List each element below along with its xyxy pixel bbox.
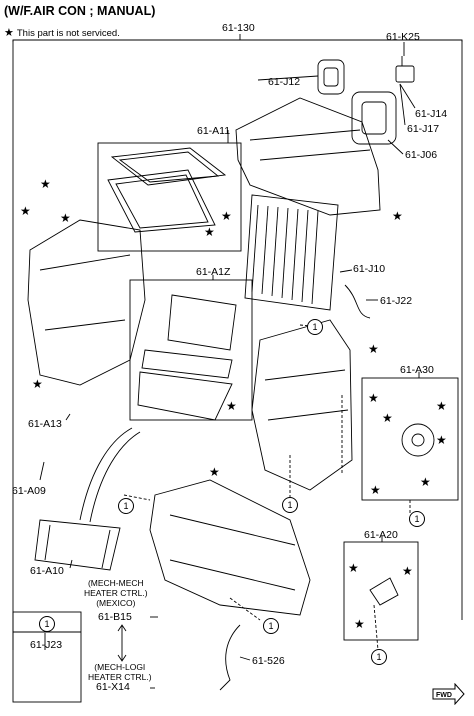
a1z-door-grid <box>167 294 237 351</box>
note-mech-mech: (MECH-MECH HEATER CTRL.) (MEXICO) <box>84 578 148 608</box>
star-icon: ★ <box>221 209 232 223</box>
note-mech-logi: (MECH-LOGI HEATER CTRL.) <box>88 662 152 682</box>
star-icon: ★ <box>204 225 215 239</box>
star-icon: ★ <box>226 399 237 413</box>
evaporator <box>244 194 339 311</box>
j06-gasket <box>351 91 397 145</box>
upper-case <box>235 97 381 216</box>
part-label-61-a30[interactable]: 61-A30 <box>400 364 434 376</box>
star-icon: ★ <box>392 209 403 223</box>
a20-box <box>343 541 419 641</box>
lower-case <box>149 479 311 616</box>
callout-1: 1 <box>39 616 55 632</box>
part-label-61-j10[interactable]: 61-J10 <box>353 263 386 275</box>
part-label-61-k25[interactable]: 61-K25 <box>386 31 420 43</box>
part-label-61-j23[interactable]: 61-J23 <box>30 639 63 651</box>
part-label-61-a1z[interactable]: 61-A1Z <box>196 266 231 278</box>
center-case <box>251 319 353 491</box>
j12-gasket <box>317 59 345 95</box>
part-label-61-a09[interactable]: 61-A09 <box>12 485 46 497</box>
j22-sensor <box>344 284 371 319</box>
callout-1: 1 <box>371 649 387 665</box>
a11-box <box>97 142 242 252</box>
a30-gear <box>401 423 435 457</box>
star-icon: ★ <box>20 204 31 218</box>
part-label-61-526[interactable]: 61-526 <box>252 655 285 667</box>
a1z-box <box>129 279 253 421</box>
heater-pipes <box>79 427 141 523</box>
star-icon: ★ <box>60 211 71 225</box>
not-serviced-note: ★This part is not serviced. <box>4 26 120 39</box>
k25-part <box>395 65 415 83</box>
star-icon: ★ <box>4 27 14 39</box>
heater-core <box>34 519 121 571</box>
left-case <box>27 219 146 386</box>
part-label-61-j12[interactable]: 61-J12 <box>268 76 301 88</box>
filter-upper <box>110 147 227 186</box>
a20-actuator <box>369 577 399 606</box>
part-label-61-a11[interactable]: 61-A11 <box>197 125 231 137</box>
a1z-door-lower <box>137 371 233 421</box>
star-icon: ★ <box>368 342 379 356</box>
fwd-arrow-icon: FWD <box>432 683 465 705</box>
star-icon: ★ <box>420 475 431 489</box>
star-icon: ★ <box>436 433 447 447</box>
star-icon: ★ <box>368 391 379 405</box>
part-label-61-x14[interactable]: 61-X14 <box>96 681 130 693</box>
page-title: (W/F.AIR CON ; MANUAL) <box>4 4 156 18</box>
fwd-label: FWD <box>436 692 452 699</box>
star-icon: ★ <box>402 564 413 578</box>
callout-1: 1 <box>263 618 279 634</box>
star-icon: ★ <box>354 617 365 631</box>
callout-1: 1 <box>307 319 323 335</box>
star-icon: ★ <box>40 177 51 191</box>
part-label-61-j17[interactable]: 61-J17 <box>407 123 440 135</box>
callout-1: 1 <box>282 497 298 513</box>
part-label-61-130[interactable]: 61-130 <box>222 22 255 34</box>
part-label-61-j06[interactable]: 61-J06 <box>405 149 438 161</box>
part-label-61-a20[interactable]: 61-A20 <box>364 529 398 541</box>
star-icon: ★ <box>32 377 43 391</box>
callout-1: 1 <box>409 511 425 527</box>
filter-lower <box>107 169 216 233</box>
star-icon: ★ <box>436 399 447 413</box>
star-icon: ★ <box>209 465 220 479</box>
a1z-door-mid <box>141 349 233 379</box>
part-label-61-j22[interactable]: 61-J22 <box>380 295 413 307</box>
part-label-61-a13[interactable]: 61-A13 <box>28 418 62 430</box>
not-serviced-text: This part is not serviced. <box>16 28 120 39</box>
star-icon: ★ <box>382 411 393 425</box>
duct-526 <box>219 624 241 691</box>
j23-box <box>12 611 82 703</box>
callout-1: 1 <box>118 498 134 514</box>
part-label-61-j14[interactable]: 61-J14 <box>415 108 448 120</box>
star-icon: ★ <box>370 483 381 497</box>
star-icon: ★ <box>348 561 359 575</box>
part-label-61-b15[interactable]: 61-B15 <box>98 611 132 623</box>
part-label-61-a10[interactable]: 61-A10 <box>30 565 64 577</box>
